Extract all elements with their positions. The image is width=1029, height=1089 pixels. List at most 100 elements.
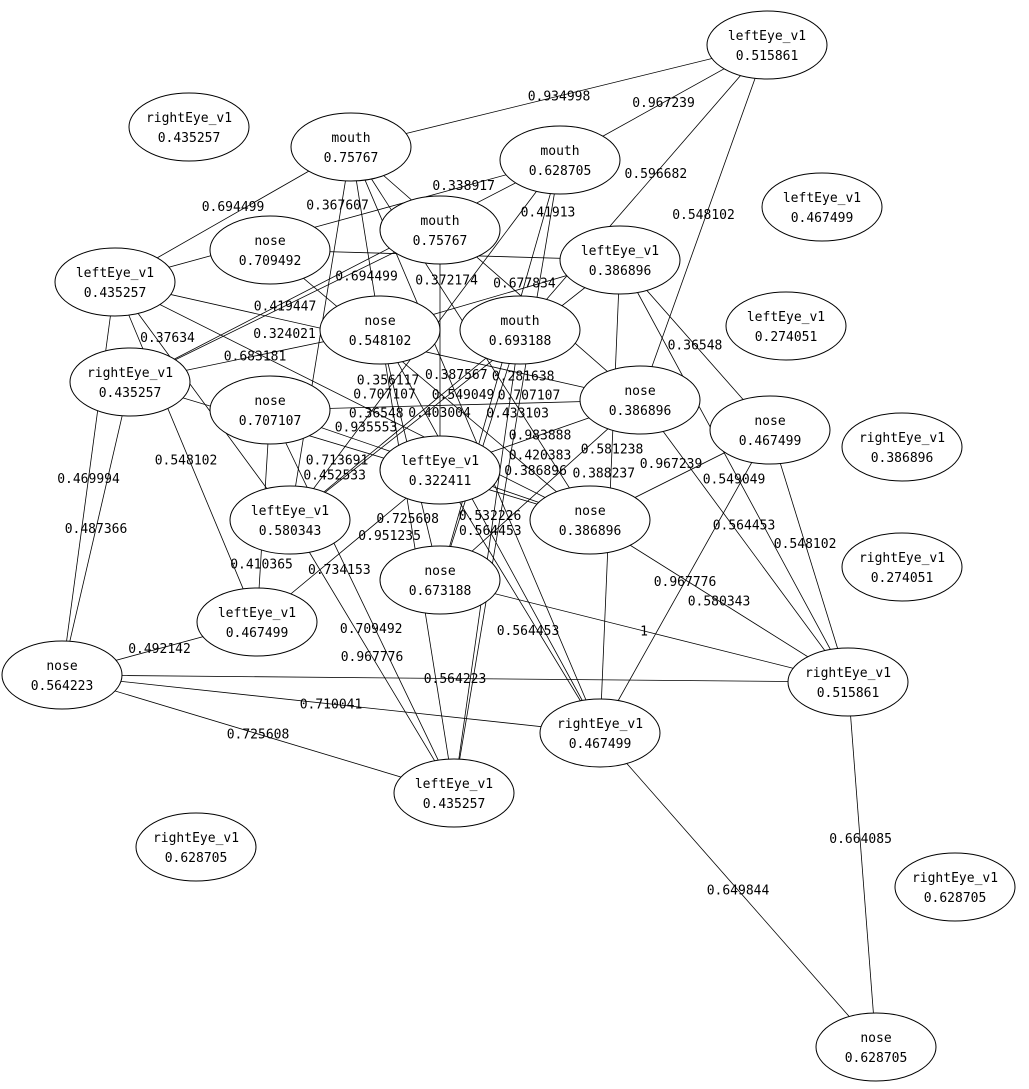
edge-weight-label: 0.41913 [521,205,576,220]
graph-edge [599,732,877,1048]
edge-weight-label: 0.935553 [335,421,398,436]
graph-node[interactable]: rightEye_v10.386896 [841,412,963,482]
graph-node[interactable]: nose 0.628705 [815,1012,937,1082]
edge-weight-label: 0.548102 [774,537,837,552]
graph-node[interactable]: rightEye_v10.628705 [135,812,257,882]
edge-weight-label: 0.548102 [672,208,735,223]
node-ellipse [393,758,515,828]
graph-node[interactable]: mouth 0.75767 [290,112,412,182]
graph-node[interactable]: nose 0.707107 [209,375,331,445]
node-value: 0.467499 [569,737,632,752]
edge-weight-label: 0.420383 [509,449,572,464]
edge-weight-label: 0.967239 [640,457,703,472]
edge-weight-label: 0.532226 [459,509,522,524]
node-name: mouth [420,214,459,229]
node-value: 0.467499 [791,211,854,226]
edge-weight-label: 0.564453 [497,624,560,639]
edge-weight-label: 0.967239 [632,96,695,111]
graph-edge [439,159,561,581]
edge-weight-label: 0.983888 [509,429,572,444]
graph-node[interactable]: rightEye_v10.628705 [894,852,1016,922]
node-value: 0.274051 [871,571,934,586]
graph-node[interactable]: nose 0.386896 [579,365,701,435]
node-ellipse [54,247,176,317]
graph-node[interactable]: leftEye_v10.274051 [725,291,847,361]
node-name: nose [860,1031,891,1046]
node-name: nose [624,384,655,399]
edge-weight-label: 0.725608 [227,728,290,743]
edge-weight-label: 0.403004 [408,406,471,421]
node-ellipse [128,92,250,162]
node-value: 0.386896 [609,404,672,419]
node-value: 0.386896 [559,524,622,539]
graph-node[interactable]: rightEye_v10.435257 [69,347,191,417]
graph-node[interactable]: leftEye_v10.467499 [761,172,883,242]
graph-edge [589,519,849,683]
node-name: nose [254,234,285,249]
edge-weight-label: 0.469994 [57,472,120,487]
graph-edge [61,281,116,676]
node-value: 0.580343 [259,524,322,539]
graph-edge [769,429,849,683]
graph-edge [289,329,521,521]
graph-node[interactable]: leftEye_v10.580343 [229,485,351,555]
graph-edge [439,579,849,683]
node-value: 0.435257 [99,386,162,401]
node-name: leftEye_v1 [218,606,296,621]
node-name: mouth [331,131,370,146]
node-value: 0.467499 [739,434,802,449]
node-ellipse [787,647,909,717]
edge-weight-label: 0.549049 [432,388,495,403]
node-ellipse [69,347,191,417]
graph-node[interactable]: leftEye_v10.435257 [393,758,515,828]
edge-weight-label: 0.694499 [202,200,265,215]
node-value: 0.707107 [239,414,302,429]
node-name: rightEye_v1 [557,717,643,732]
node-value: 0.628705 [165,851,228,866]
edge-weight-label: 0.433103 [486,407,549,422]
node-value: 0.693188 [489,334,552,349]
graph-node[interactable]: rightEye_v10.515861 [787,647,909,717]
node-value: 0.548102 [349,334,412,349]
edge-weight-label: 0.410365 [230,557,293,572]
edge-weight-label: 0.709492 [340,622,403,637]
node-name: rightEye_v1 [859,551,945,566]
graph-edge [289,519,455,794]
node-value: 0.75767 [324,151,379,166]
graph-node[interactable]: leftEye_v10.467499 [196,587,318,657]
graph-node[interactable]: rightEye_v10.435257 [128,92,250,162]
node-ellipse [1,640,123,710]
edge-weight-label: 0.967776 [654,575,717,590]
graph-node[interactable]: rightEye_v1 0.467499 [539,698,661,768]
graph-edge [129,229,441,383]
edge-weight-label: 0.324021 [253,327,316,342]
node-ellipse [579,365,701,435]
edge-weight-label: 0.713691 [306,454,369,469]
node-value: 0.628705 [924,891,987,906]
graph-node[interactable]: nose 0.386896 [529,485,651,555]
node-name: nose [254,394,285,409]
graph-node[interactable]: leftEye_v10.515861 [706,10,828,80]
graph-node[interactable]: rightEye_v1 0.274051 [841,532,963,602]
node-value: 0.628705 [845,1051,908,1066]
graph-edge [619,259,849,683]
node-name: nose [574,504,605,519]
edge-weight-label: 0.37634 [140,331,195,346]
graph-node[interactable]: leftEye_v10.386896 [559,225,681,295]
graph-node[interactable]: leftEye_v10.322411 [379,435,501,505]
node-name: leftEye_v1 [415,777,493,792]
node-value: 0.386896 [871,451,934,466]
edge-weight-label: 0.694499 [335,269,398,284]
edge-weight-label: 0.487366 [65,522,128,537]
graph-node[interactable]: leftEye_v10.435257 [54,247,176,317]
